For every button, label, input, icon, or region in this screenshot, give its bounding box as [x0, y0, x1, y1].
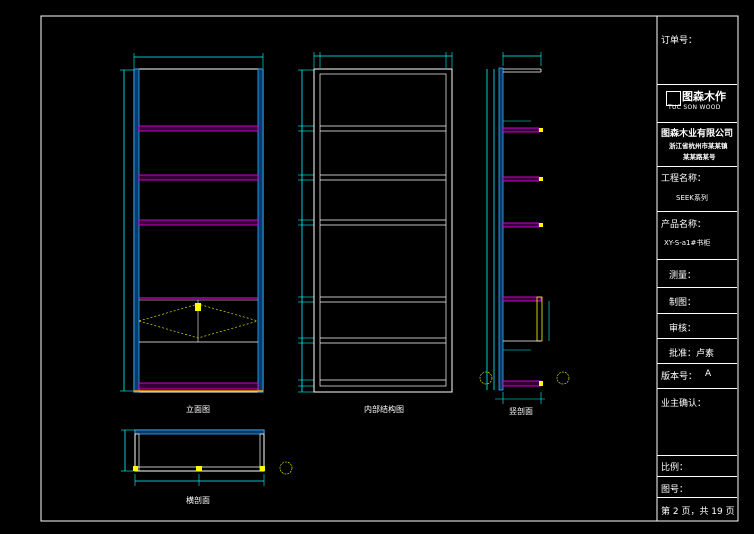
product-name-value: XY-S-a1#书柜: [664, 239, 711, 247]
project-name-value: SEEK系列: [676, 194, 708, 202]
project-name-label: 工程名称：: [661, 174, 707, 184]
page-indicator: 第 2 页，共 19 页: [661, 507, 735, 517]
front-elevation: [120, 53, 264, 393]
title-block-separator: [657, 476, 737, 477]
logo-chinese-name: 图森木作: [682, 90, 726, 103]
outer-frame: [40, 15, 739, 522]
title-block-separator: [657, 455, 737, 456]
company-address-line2: 某某路某号: [683, 153, 716, 161]
logo-mark-icon: [666, 91, 681, 106]
title-block-separator: [657, 166, 737, 167]
title-block-separator: [657, 313, 737, 314]
front-view-title: 立面图: [186, 404, 210, 414]
version-label: 版本号：: [661, 372, 698, 382]
internal-structure: [298, 52, 453, 393]
title-block-separator: [657, 388, 737, 389]
drawing-author-label: 制图：: [669, 298, 697, 308]
title-block-separator: [657, 287, 737, 288]
side-section: [479, 52, 570, 404]
company-name: 图森木业有限公司: [661, 129, 734, 139]
title-block-separator: [657, 363, 737, 364]
title-block-separator: [657, 259, 737, 260]
side-view-title: 竖剖面: [509, 406, 533, 416]
company-logo: 图森木作 TUC SON WOOD: [660, 86, 736, 116]
title-block-separator: [657, 497, 737, 498]
measure-label: 测量：: [669, 271, 697, 281]
internal-view-title: 内部结构图: [364, 404, 404, 414]
review-label: 审核：: [669, 324, 697, 334]
top-view-title: 横剖面: [186, 495, 210, 505]
order-no-label: 订单号：: [661, 36, 698, 46]
title-block-separator: [657, 338, 737, 339]
version-value: A: [705, 369, 712, 379]
owner-confirm-label: 业主确认：: [661, 399, 707, 409]
title-block-separator: [657, 211, 737, 212]
title-block-separator: [657, 122, 737, 123]
product-name-label: 产品名称：: [661, 220, 707, 230]
drawing-number-label: 图号：: [661, 485, 689, 495]
company-address-line1: 浙江省杭州市某某镇: [669, 142, 728, 150]
approval-label: 批准：卢素: [669, 349, 715, 359]
top-section: [121, 429, 293, 486]
title-block-separator: [657, 84, 737, 85]
logo-english-name: TUC SON WOOD: [668, 104, 721, 111]
scale-label: 比例：: [661, 463, 689, 473]
